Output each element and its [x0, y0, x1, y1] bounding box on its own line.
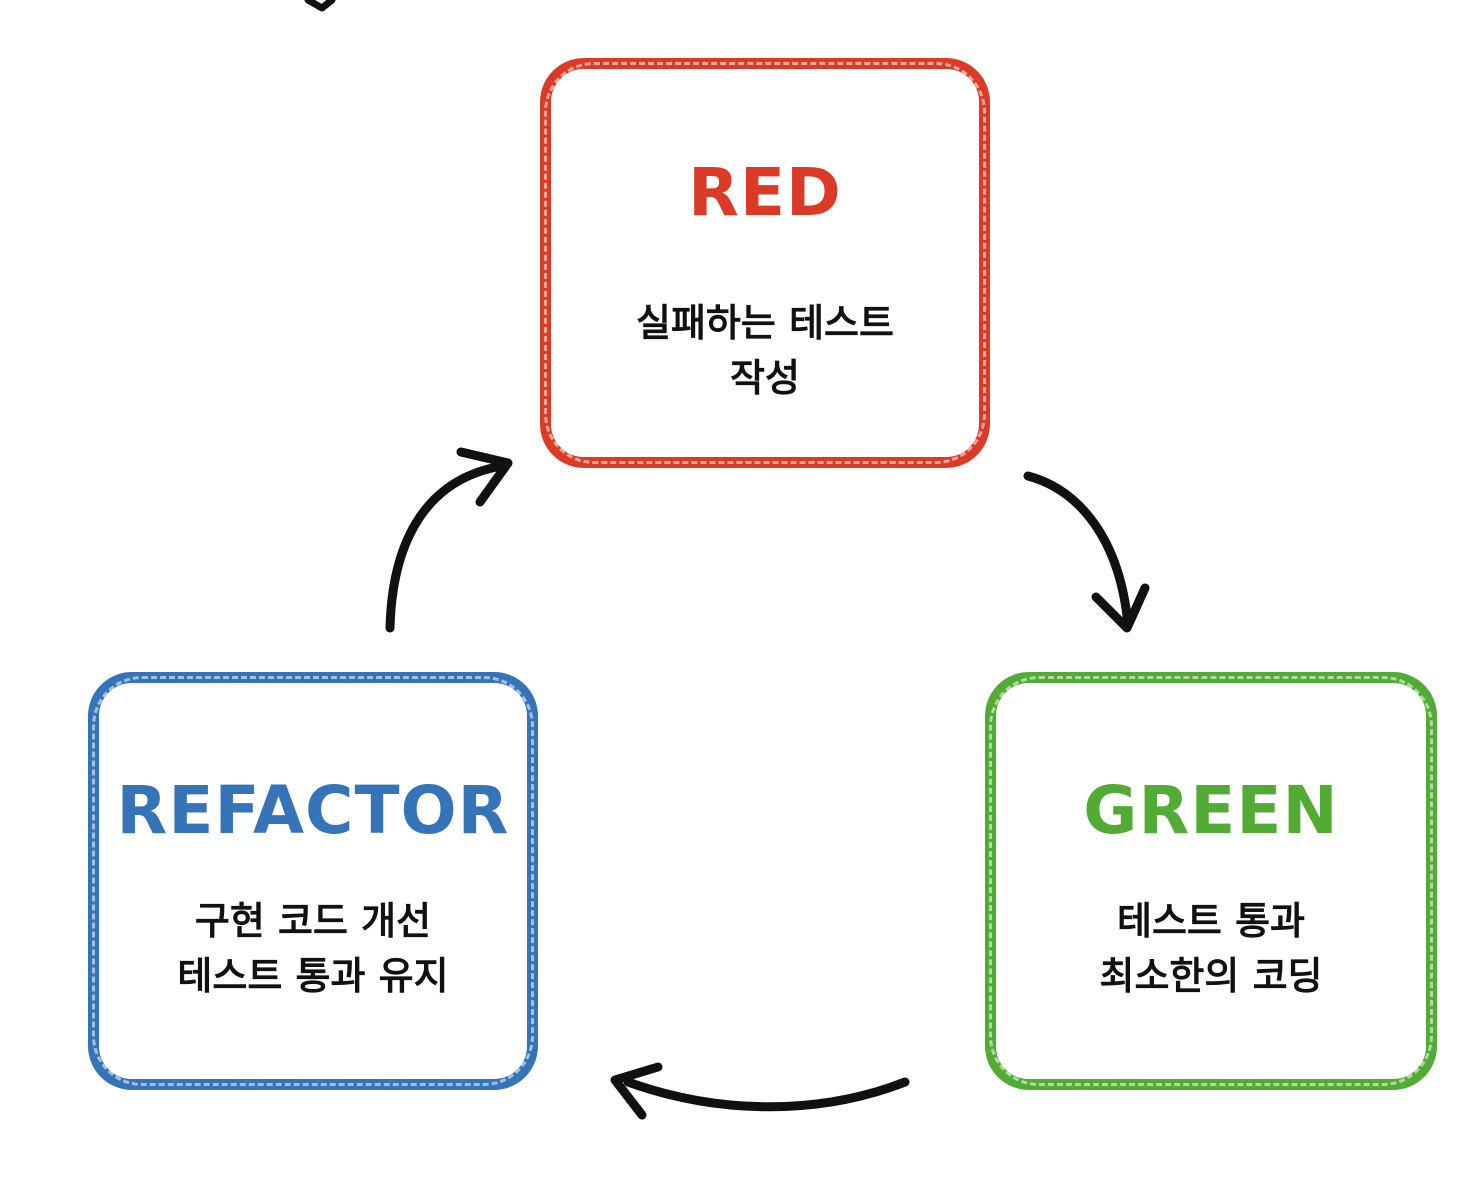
arrow-green-to-refactor — [610, 1062, 910, 1120]
red-stage-box: RED 실패하는 테스트 작성 — [540, 58, 990, 468]
arrow-red-to-green — [1023, 471, 1150, 633]
green-stage-box: GREEN 테스트 통과 최소한의 코딩 — [985, 672, 1437, 1090]
red-stage-title: RED — [688, 153, 842, 231]
red-stage-description: 실패하는 테스트 작성 — [636, 300, 894, 400]
refactor-stage-description: 구현 코드 개선 테스트 통과 유지 — [177, 898, 449, 998]
refactor-stage-title: REFACTOR — [116, 771, 510, 849]
partial-arrow-top — [304, 0, 336, 12]
green-stage-description: 테스트 통과 최소한의 코딩 — [1099, 898, 1323, 998]
arrow-refactor-to-red — [385, 447, 513, 633]
green-stage-title: GREEN — [1083, 771, 1339, 849]
refactor-stage-box: REFACTOR 구현 코드 개선 테스트 통과 유지 — [88, 672, 538, 1090]
